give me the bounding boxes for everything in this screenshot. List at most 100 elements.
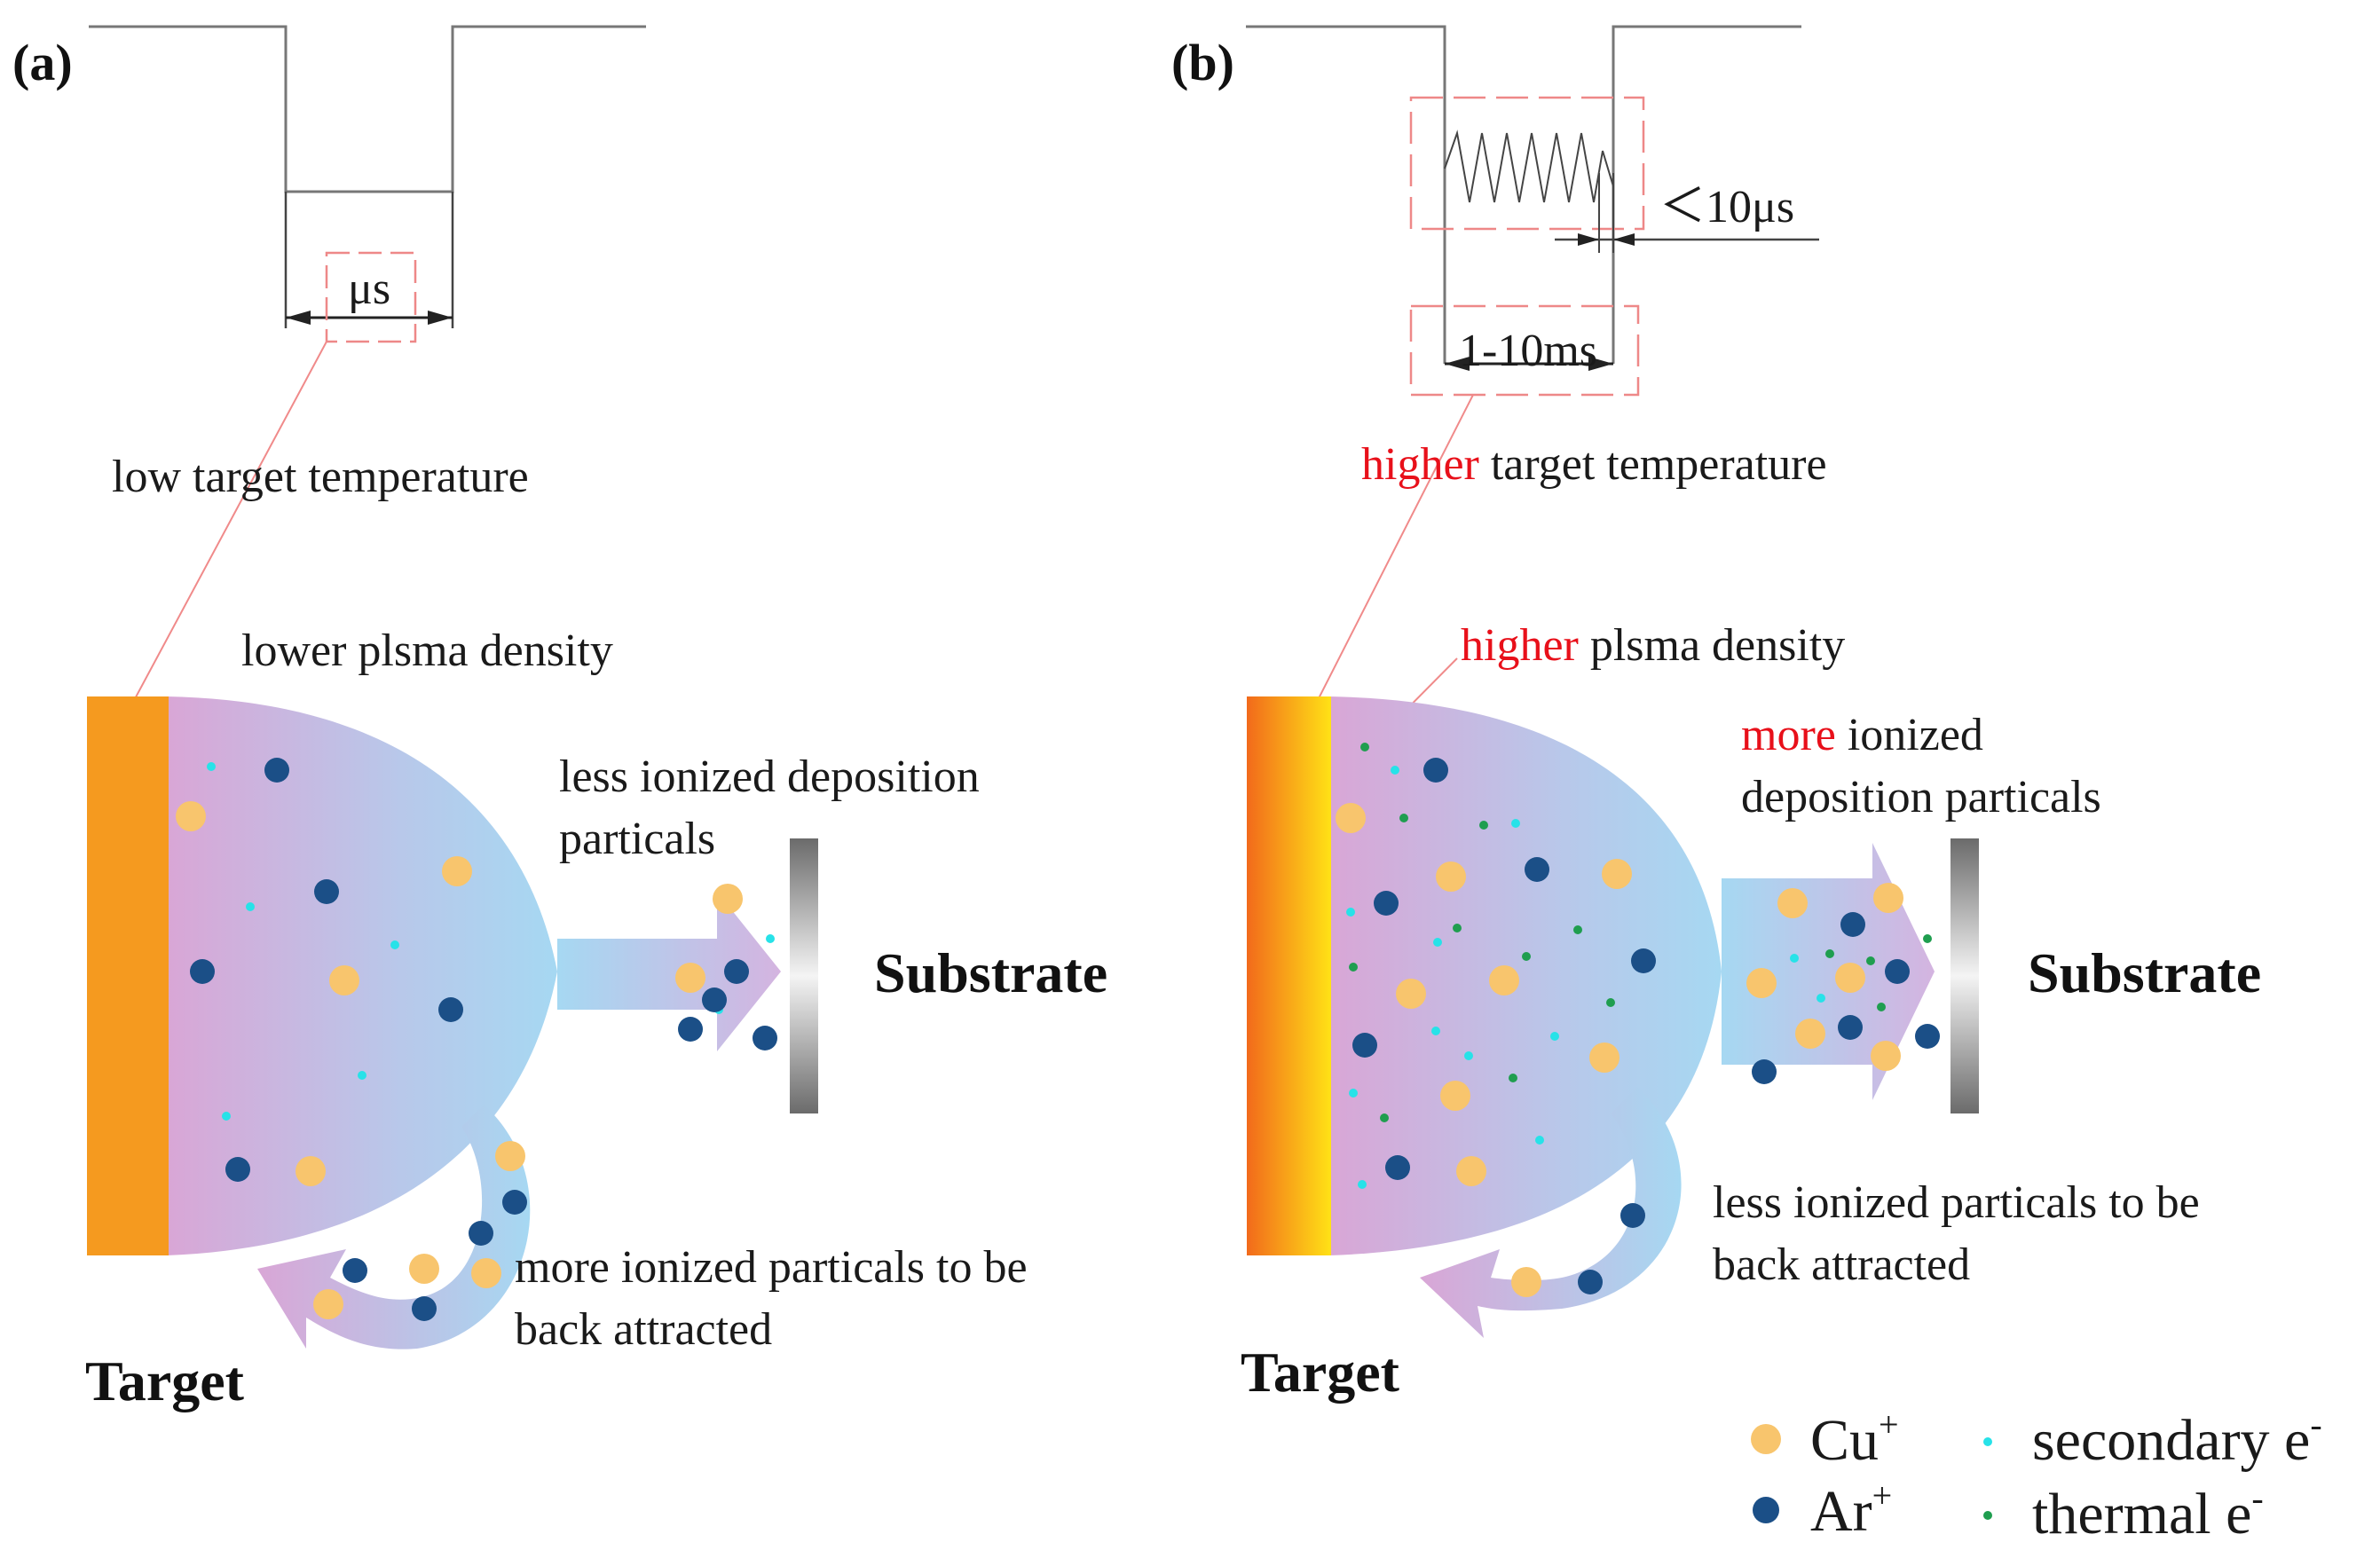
cu-ion-particle <box>1602 859 1632 889</box>
cu-ion-particle <box>1873 883 1903 913</box>
thermal-electron-particle <box>1349 963 1358 972</box>
panel-a-deposition-arrow <box>557 892 781 1051</box>
panel-b-target-temperature: higher target temperature <box>1361 439 1827 490</box>
panel-a-dim-arrow-left <box>286 311 311 325</box>
cu-ion-particle <box>1511 1267 1541 1297</box>
ar-ion-particle <box>502 1190 527 1215</box>
ar-ion-particle <box>1838 1015 1863 1040</box>
ar-ion-particle <box>702 987 727 1012</box>
panel-b-back-attracted-line2: back attracted <box>1713 1239 1970 1290</box>
ar-ion-particle <box>314 879 339 904</box>
thermal-electron-particle <box>1509 1074 1517 1082</box>
panel-a-target-label: Target <box>85 1349 245 1412</box>
panel-b-dim-arrow-right <box>1588 357 1613 371</box>
panel-b-substrate-label: Substrate <box>2028 941 2261 1004</box>
ar-ion-particle <box>1840 912 1865 937</box>
cu-ion-particle <box>1835 963 1865 993</box>
panel-a-pulse-waveform <box>89 25 646 193</box>
secondary-electron-particle <box>390 940 399 949</box>
secondary-electron-particle <box>1817 994 1825 1003</box>
panel-a-back-attracted-line2: back attracted <box>515 1304 772 1355</box>
thermal-electron-particle <box>1606 998 1615 1007</box>
panel-a-substrate-label: Substrate <box>874 941 1107 1004</box>
cu-ion-particle <box>442 856 472 886</box>
legend-label-cu-ion: Cu+ <box>1810 1404 1899 1473</box>
legend-label-secondary-electron: secondary e- <box>2032 1404 2322 1473</box>
cu-ion-particle <box>675 963 705 993</box>
panel-b-deposition-line1: more ionized <box>1741 710 1983 760</box>
thermal-electron-particle <box>1573 925 1582 934</box>
secondary-electron-particle <box>1511 819 1520 828</box>
panel-b-substrate <box>1950 838 1979 1113</box>
ar-ion-particle <box>1915 1024 1940 1049</box>
secondary-electron-particle <box>1349 1089 1358 1098</box>
cu-ion-particle <box>1589 1043 1620 1073</box>
secondary-electron-particle <box>1790 954 1799 963</box>
cu-ion-particle <box>1440 1081 1470 1111</box>
panel-b: (b) ＜10μs 1-10ms higher target temperatu… <box>1171 25 2261 1404</box>
panel-a-target-block <box>87 696 169 1255</box>
panel-a-particles <box>176 758 777 1321</box>
thermal-electron-particle <box>1453 924 1462 932</box>
ar-ion-particle <box>1423 758 1448 783</box>
thermal-electron-particle <box>1866 956 1875 965</box>
secondary-electron-particle <box>207 762 216 771</box>
panel-a-plasma-plume <box>167 696 557 1255</box>
panel-a-label: (a) <box>12 34 73 91</box>
ar-ion-particle <box>753 1026 777 1050</box>
thermal-electron-particle <box>1380 1113 1389 1122</box>
panel-b-oscillation-box <box>1409 96 1645 231</box>
panel-b-oscillation-period: ＜10μs <box>1659 182 1794 232</box>
secondary-electron-particle <box>246 902 255 911</box>
cu-ion-particle <box>296 1156 326 1186</box>
cu-ion-particle <box>1489 965 1519 995</box>
ar-ion-particle <box>1885 959 1910 984</box>
panel-a-highlight-box <box>325 251 417 343</box>
panel-b-osc-arrow-left <box>1578 233 1599 246</box>
panel-a: (a) μs low target temperature lower plsm… <box>12 25 1107 1412</box>
secondary-electron-particle <box>1535 1136 1544 1145</box>
thermal-electron-particle <box>1399 814 1408 822</box>
panel-b-deposition-line2: deposition particals <box>1741 772 2101 822</box>
panel-b-plasma-density: higher plsma density <box>1461 620 1845 671</box>
ar-ion-particle <box>469 1221 493 1246</box>
legend-label-thermal-electron: thermal e- <box>2032 1478 2264 1546</box>
cu-ion-particle <box>1436 862 1466 892</box>
secondary-electron-particle <box>766 934 775 943</box>
ar-ion-particle <box>412 1296 437 1321</box>
thermal-electron-particle <box>1479 821 1488 830</box>
panel-b-target-block <box>1247 696 1331 1255</box>
legend: Cu+ Ar+ secondary e- thermal e- <box>1751 1404 2322 1546</box>
ar-ion-particle <box>343 1258 367 1283</box>
secondary-electron-particle <box>1358 1180 1367 1189</box>
panel-a-back-attraction-arrow <box>257 1105 531 1349</box>
panel-b-target-label: Target <box>1241 1341 1400 1404</box>
thermal-electron-particle <box>1825 949 1834 958</box>
panel-b-osc-arrow-right <box>1613 233 1635 246</box>
panel-a-back-attracted-line1: more ionized particals to be <box>515 1242 1028 1293</box>
cu-ion-particle <box>495 1141 525 1171</box>
panel-a-substrate <box>790 838 818 1113</box>
panel-b-pulse-waveform <box>1246 25 1446 364</box>
panel-b-oscillation <box>1444 130 1614 203</box>
ar-ion-particle <box>190 959 215 984</box>
cu-ion-particle <box>1396 979 1426 1009</box>
legend-marker-ar-ion <box>1753 1497 1779 1523</box>
secondary-electron-particle <box>1464 1051 1473 1060</box>
secondary-electron-particle <box>1346 908 1355 917</box>
cu-ion-particle <box>713 884 743 914</box>
ar-ion-particle <box>1352 1033 1377 1058</box>
panel-b-back-attracted-line1: less ionized particals to be <box>1713 1177 2200 1228</box>
legend-marker-cu-ion <box>1751 1424 1781 1454</box>
cu-ion-particle <box>1746 968 1777 998</box>
ar-ion-particle <box>1578 1270 1603 1294</box>
panel-a-target-temperature: low target temperature <box>112 452 529 502</box>
secondary-electron-particle <box>1431 1027 1440 1035</box>
ar-ion-particle <box>1525 857 1549 882</box>
thermal-electron-particle <box>1522 952 1531 961</box>
thermal-electron-particle <box>1877 1003 1886 1011</box>
cu-ion-particle <box>1795 1019 1825 1049</box>
cu-ion-particle <box>1336 803 1366 833</box>
ar-ion-particle <box>225 1157 250 1182</box>
thermal-electron-particle <box>1923 934 1932 943</box>
